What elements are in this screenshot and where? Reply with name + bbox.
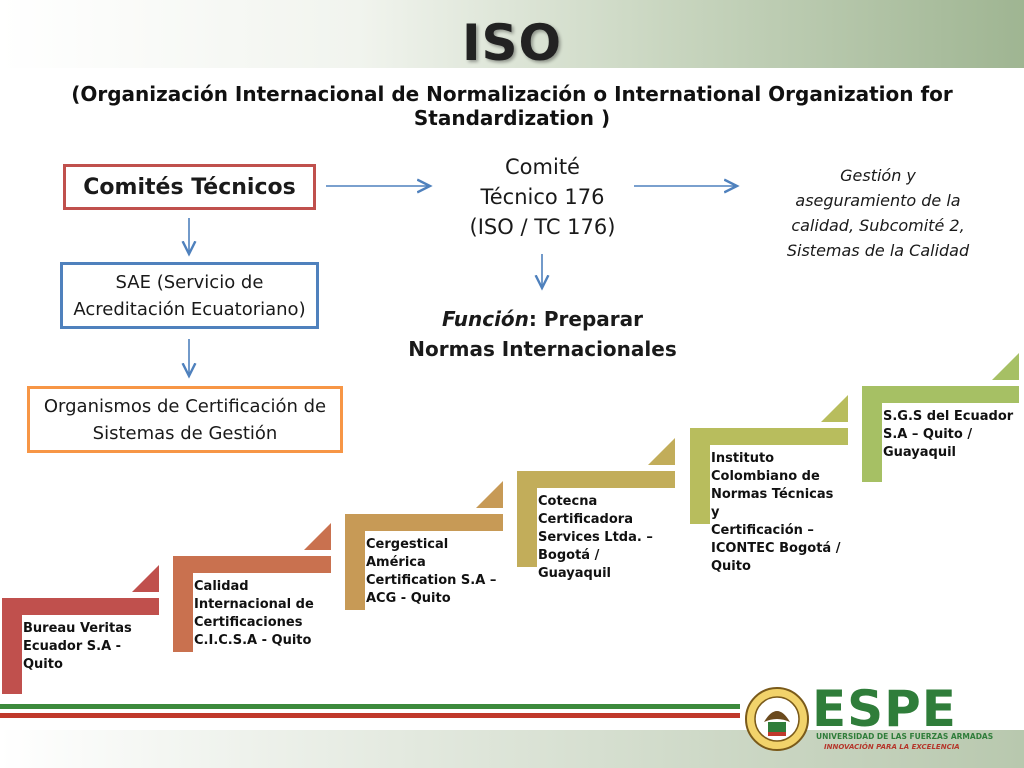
stair-bar [517, 471, 675, 488]
comite-176-line: Técnico 176 [480, 185, 605, 209]
page-subtitle: (Organización Internacional de Normaliza… [71, 82, 953, 130]
stair-corner-triangle [476, 481, 503, 508]
stair-bar [2, 598, 159, 615]
stair-label-line: Instituto [711, 451, 775, 466]
stair-label-line: Certificaciones [194, 615, 303, 630]
stair-corner-triangle [648, 438, 675, 465]
comite-176-line: Comité [505, 155, 580, 179]
stair-label-line: Cergestical [366, 537, 449, 552]
gestion-line: calidad, Subcomité 2, [791, 216, 965, 235]
espe-university-name: UNIVERSIDAD DE LAS FUERZAS ARMADAS [816, 732, 994, 741]
stair-post [2, 598, 22, 694]
stair-label-line: S.G.S del Ecuador [883, 409, 1014, 424]
funcion-line2: Normas Internacionales [408, 337, 677, 361]
stair-label-line: Services Ltda. – [538, 530, 653, 545]
sae-line: Acreditación Ecuatoriano) [73, 298, 306, 320]
organismos-box: Organismos de Certificación de Sistemas … [27, 386, 343, 453]
stair-label-line: Calidad [194, 579, 249, 594]
sae-box: SAE (Servicio de Acreditación Ecuatorian… [60, 262, 319, 329]
header-band [0, 0, 1024, 68]
stair-corner-triangle [132, 565, 159, 592]
stair-corner-triangle [821, 395, 848, 422]
stair-label-line: Certificación – [711, 523, 814, 538]
stair-label-line: Ecuador S.A - [23, 639, 122, 654]
stair-post [517, 471, 537, 567]
funcion-rest: : Preparar [528, 307, 643, 331]
stair-label-line: Quito [711, 559, 751, 574]
stair-bar [173, 556, 331, 573]
stair-label-line: Internacional de [194, 597, 314, 612]
espe-wordmark: ESPE [812, 680, 957, 738]
funcion-label: Función [441, 307, 529, 331]
espe-slogan: INNOVACIÓN PARA LA EXCELENCIA [824, 743, 960, 751]
stair-label-line: Bureau Veritas [23, 621, 132, 636]
stair-post [345, 514, 365, 610]
gestion-subcomite-text: Gestión y aseguramiento de la calidad, S… [772, 163, 984, 263]
gestion-line: Sistemas de la Calidad [786, 241, 970, 260]
stair-label-line: Normas Técnicas y [711, 487, 834, 520]
sae-line: SAE (Servicio de [115, 271, 264, 293]
stair-corner-triangle [992, 353, 1019, 380]
espe-seal-icon [745, 687, 809, 751]
stair-label-line: América [366, 555, 426, 570]
stair-label-line: ACG - Quito [366, 591, 451, 606]
gestion-line: aseguramiento de la [795, 191, 961, 210]
gestion-line: Gestión y [840, 166, 916, 185]
stair-post [862, 386, 882, 482]
comites-tecnicos-label: Comités Técnicos [83, 174, 296, 200]
stair-post [173, 556, 193, 652]
comite-176-text: Comité Técnico 176 (ISO / TC 176) [440, 152, 645, 242]
espe-logo: ESPE UNIVERSIDAD DE LAS FUERZAS ARMADAS … [744, 680, 1004, 762]
page-title: ISO [461, 14, 563, 72]
stair-bar [690, 428, 848, 445]
stair-bar [862, 386, 1019, 403]
funcion-text: Función: Preparar Normas Internacionales [395, 304, 690, 364]
stair-label-line: Quito [23, 657, 63, 672]
stair-label-line: S.A – Quito / [883, 427, 973, 442]
stair-label-line: Cotecna [538, 494, 598, 509]
footer-band [0, 730, 1024, 768]
footer-stripes [0, 704, 740, 720]
organismos-line: Organismos de Certificación de [43, 395, 327, 417]
organismos-line: Sistemas de Gestión [92, 422, 278, 444]
stair-label-line: Certificadora [538, 512, 633, 527]
stair-label-line: Guayaquil [538, 566, 612, 581]
comite-176-line: (ISO / TC 176) [469, 215, 616, 239]
stair-post [690, 428, 710, 524]
stair-label-line: ICONTEC Bogotá / [711, 541, 841, 556]
stair-label-line: C.I.C.S.A - Quito [194, 633, 312, 648]
stair-label-line: Colombiano de [711, 469, 820, 484]
stair-label-line: Certification S.A – [366, 573, 497, 588]
comites-tecnicos-box: Comités Técnicos [63, 164, 316, 210]
stair-corner-triangle [304, 523, 331, 550]
stair-label-line: Guayaquil [883, 445, 957, 460]
stair-bar [345, 514, 503, 531]
stair-label-line: Bogotá / [538, 548, 600, 563]
